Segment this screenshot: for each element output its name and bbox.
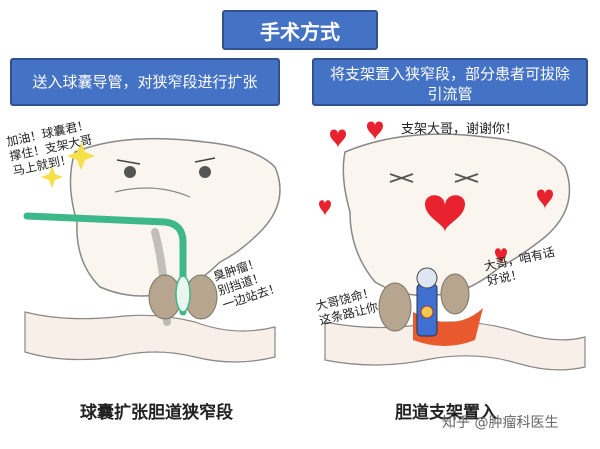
- liver-eye-right: [199, 166, 211, 178]
- stent-hero-head: [416, 267, 438, 289]
- liver-eye-left: [389, 173, 414, 183]
- step-left-box: 送入球囊导管，对狭窄段进行扩张: [10, 58, 280, 106]
- step-right-text: 将支架置入狭窄段，部分患者可拔除引流管: [329, 65, 570, 103]
- liver-eye-right: [454, 173, 479, 183]
- liver-stent-drawing: [319, 121, 586, 371]
- tumor-left: [378, 282, 412, 332]
- heart-icon: [319, 200, 331, 216]
- caption-right: 胆道支架置入: [395, 403, 497, 423]
- heart-icon: [330, 129, 346, 148]
- duodenum: [24, 311, 276, 363]
- superman-emblem-icon: [420, 305, 434, 319]
- liver-shape: [69, 137, 281, 297]
- step-right-box: 将支架置入狭窄段，部分患者可拔除引流管: [312, 58, 588, 106]
- heart-icon: [367, 121, 383, 140]
- liver-eye-left: [124, 166, 136, 178]
- watermark: 知乎 @肿瘤科医生: [442, 415, 559, 431]
- balloon-dilation-illustration: 加油！球囊君！ 撑住！支架大哥 马上就到！ 臭肿瘤！ 别挡道！ 一边站去！: [5, 112, 295, 397]
- balloon-catheter: [23, 212, 187, 316]
- heart-icon: [537, 189, 553, 209]
- sparkle-icon: [41, 166, 63, 188]
- heart-icon: [425, 195, 465, 232]
- title-box: 手术方式: [222, 10, 378, 50]
- stent-placement-illustration: 支架大哥，谢谢你！ 大哥饶命！ 这条路让你 大哥，咱有话 好说！: [305, 112, 595, 397]
- step-left-text: 送入球囊导管，对狭窄段进行扩张: [32, 73, 258, 91]
- speech-stent-thanks: 支架大哥，谢谢你！: [401, 122, 519, 137]
- caption-left: 球囊扩张胆道狭窄段: [80, 403, 233, 423]
- tumor-right: [440, 273, 470, 315]
- page-title: 手术方式: [260, 19, 340, 44]
- liver-balloon-drawing: [23, 137, 281, 363]
- sparkle-icon: [67, 142, 95, 170]
- balloon: [175, 275, 191, 313]
- heart-icon: [495, 248, 507, 264]
